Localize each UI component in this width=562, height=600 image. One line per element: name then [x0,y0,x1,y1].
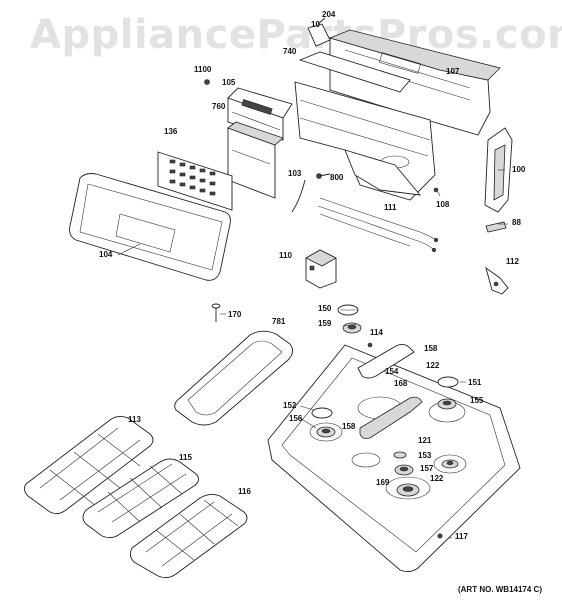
watermark: AppliancePartsPros.com [30,12,562,58]
label-10: 10 [311,20,320,29]
label-158a: 158 [424,344,438,353]
label-152: 152 [283,401,297,410]
burner-head-155 [437,398,457,410]
burner-head-157 [394,464,414,476]
label-107: 107 [446,67,460,76]
label-157: 157 [420,464,434,473]
label-114: 114 [370,328,383,337]
label-105: 105 [222,78,236,87]
label-88: 88 [512,218,521,227]
label-155: 155 [470,396,484,405]
label-156: 156 [289,414,303,423]
module-110 [305,249,337,289]
burner-head-155b [441,459,459,469]
wire-103 [291,173,331,213]
griddle-cover-158 [357,343,415,379]
leader-lines [117,169,508,539]
pin-114 [367,342,373,348]
label-113: 113 [128,415,141,424]
label-150: 150 [318,304,332,313]
label-158b: 158 [342,422,356,431]
label-136: 136 [164,127,178,136]
burner-head-156 [316,426,336,438]
label-169: 169 [376,478,390,487]
label-781: 781 [272,317,286,326]
burner-cap-152 [311,407,333,419]
label-153: 153 [418,451,432,460]
strip-88 [485,221,507,233]
insulation-760 [227,121,284,199]
label-122b: 122 [430,474,444,483]
label-760: 760 [212,102,226,111]
label-740: 740 [283,47,297,56]
label-122a: 122 [426,361,440,370]
label-111: 111 [384,203,397,212]
screw-117 [437,533,443,539]
label-112: 112 [506,257,519,266]
bracket-204 [307,17,331,47]
label-154: 154 [385,367,399,376]
label-121: 121 [418,436,432,445]
griddle-781 [174,330,293,426]
burner-head-153 [393,451,407,459]
screw-1100 [204,79,210,85]
label-104: 104 [99,250,113,259]
label-159: 159 [318,319,332,328]
label-103: 103 [288,169,302,178]
label-204: 204 [322,10,336,19]
label-170: 170 [228,310,242,319]
overlay-136 [157,151,233,211]
burner-head-169 [396,483,420,497]
screw-108 [433,187,439,193]
frame-740 [294,51,436,201]
label-151: 151 [468,378,482,387]
label-108: 108 [436,200,450,209]
burner-cap-151 [437,376,459,388]
label-1100: 1100 [194,65,212,74]
igniter-112 [485,266,509,295]
label-100: 100 [512,165,526,174]
bolt-170 [211,303,221,322]
cooktop [267,344,521,573]
label-117: 117 [455,532,468,541]
backsplash-panel-107 [328,29,501,136]
control-panel-trim-104 [69,173,231,281]
art-number: (ART NO. WB14174 C) [457,585,542,594]
label-168: 168 [394,379,408,388]
grate-113 [23,415,154,515]
label-116: 116 [238,487,251,496]
label-115: 115 [179,453,192,462]
control-board-105 [227,87,293,141]
harness-111 [317,197,439,253]
label-800: 800 [330,173,344,182]
grate-115 [82,458,199,539]
grate-116 [129,493,248,579]
label-110: 110 [279,251,292,260]
